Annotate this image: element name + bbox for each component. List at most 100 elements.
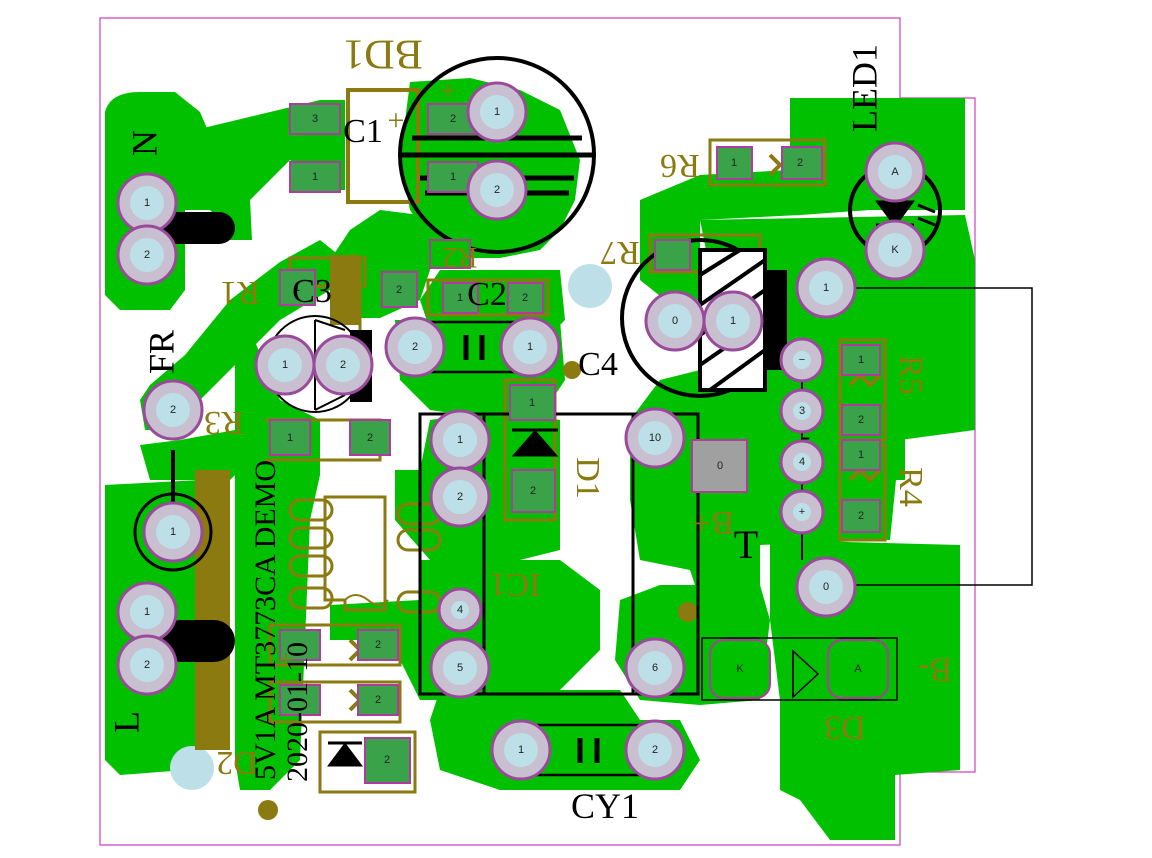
svg-text:2: 2: [530, 485, 536, 497]
pad-number: 3: [799, 405, 805, 417]
pad-number: +: [799, 506, 805, 518]
svg-text:1: 1: [294, 282, 300, 294]
label-c1-plus: +: [388, 104, 405, 137]
pad-hole: [268, 348, 302, 382]
pad-number: 2: [494, 184, 500, 196]
pad-hole: [443, 651, 477, 685]
svg-text:1: 1: [858, 354, 864, 366]
label-r7-plus: +: [278, 643, 294, 674]
pad-number: 2: [144, 659, 150, 671]
pad-hole: [793, 351, 811, 369]
pad-number: 6: [652, 662, 658, 674]
label-b-plus: B+: [692, 504, 734, 541]
d2-diode-symbol: [327, 741, 363, 767]
pad-hole: [793, 453, 811, 471]
label-r7: R7: [600, 234, 640, 271]
svg-text:2: 2: [367, 432, 373, 444]
pad-hole: [638, 733, 672, 767]
svg-text:2: 2: [450, 113, 456, 125]
mounting-hole-top: [568, 264, 612, 308]
svg-text:3: 3: [312, 113, 318, 125]
label-c4: C4: [578, 346, 618, 383]
label-r4: R4: [892, 467, 929, 507]
silk-bar-c3: [330, 255, 360, 325]
pad-number: 1: [144, 197, 150, 209]
pad-hole: [398, 330, 432, 364]
label-demo-line2: 2020-01-10: [281, 642, 314, 782]
pad-number: 2: [457, 491, 463, 503]
pad-number: −: [799, 354, 805, 366]
label-c2: C2: [467, 276, 507, 313]
d3-diode-symbol: [701, 637, 898, 701]
pad-number: 2: [340, 359, 346, 371]
pad-number: 0: [823, 581, 829, 593]
pad-hole: [878, 155, 912, 189]
pad-number: 1: [282, 359, 288, 371]
smd-pads: [269, 103, 881, 784]
label-b-minus: B-: [918, 651, 952, 688]
pad-hole: [130, 595, 164, 629]
svg-text:1: 1: [529, 397, 535, 409]
pad-hole: [326, 348, 360, 382]
d1-diode-symbol: [511, 428, 559, 457]
d2-dot: [258, 800, 278, 820]
smd-pad-numbers: 3 1 2 1 1 2 1 2 1 2 1 2 2 2 2 1 2 1 2 1 …: [287, 113, 864, 766]
mounting-holes: [170, 264, 612, 790]
pad-hole: [716, 304, 750, 338]
pad-number: K: [891, 244, 899, 256]
svg-text:1: 1: [287, 432, 293, 444]
svg-text:1: 1: [450, 171, 456, 183]
pad-number: 4: [457, 604, 463, 616]
label-d2: D2: [216, 744, 258, 781]
pad-hole: [451, 601, 469, 619]
pad-hole: [878, 233, 912, 267]
pad-hole: [443, 423, 477, 457]
pad-hole: [130, 648, 164, 682]
pad-hole: [130, 238, 164, 272]
svg-text:2: 2: [375, 694, 381, 706]
pad-number: 2: [652, 744, 658, 756]
board-outline: [99, 17, 976, 846]
label-dash-left: -: [802, 422, 811, 451]
pad-number: 2: [170, 404, 176, 416]
label-c1: C1: [343, 113, 383, 150]
label-l: L: [106, 711, 146, 733]
transformer-square-pad: [691, 439, 748, 493]
pad-number: 10: [649, 432, 661, 444]
svg-text:A: A: [854, 663, 862, 675]
label-fr: FR: [141, 330, 181, 374]
pad-number: 1: [457, 434, 463, 446]
label-ic1: IC1: [490, 566, 541, 603]
pad-hole: [130, 186, 164, 220]
svg-text:2: 2: [375, 639, 381, 651]
svg-text:2: 2: [396, 284, 402, 296]
svg-text:1: 1: [858, 449, 864, 461]
pad-number: 1: [730, 315, 736, 327]
label-d1: D1: [569, 457, 606, 499]
l-connector: [160, 620, 235, 662]
label-r6: R6: [660, 147, 700, 184]
pad-number: 2: [144, 249, 150, 261]
pad-number: 1: [527, 341, 533, 353]
pad-hole: [480, 95, 514, 129]
svg-text:1: 1: [312, 171, 318, 183]
d3-pads: K A: [709, 639, 889, 699]
label-r2: R2: [442, 241, 477, 274]
label-c3: C3: [292, 273, 332, 310]
label-t: T: [734, 522, 758, 567]
label-r1: R1: [220, 274, 260, 311]
svg-text:2: 2: [858, 510, 864, 522]
svg-text:2: 2: [797, 157, 803, 169]
pad-hole: [156, 393, 190, 427]
pad-number: 1: [494, 106, 500, 118]
label-demo-line1: 5V1A MT3773CA DEMO: [249, 460, 282, 780]
pad-hole: [480, 173, 514, 207]
svg-text:1: 1: [457, 292, 463, 304]
n-connector: [160, 212, 235, 244]
pad-hole: [513, 330, 547, 364]
r7-tab: [765, 270, 787, 370]
pad-hole: [809, 570, 843, 604]
pad-number: 2: [412, 341, 418, 353]
silk-bar-left: [195, 470, 230, 750]
